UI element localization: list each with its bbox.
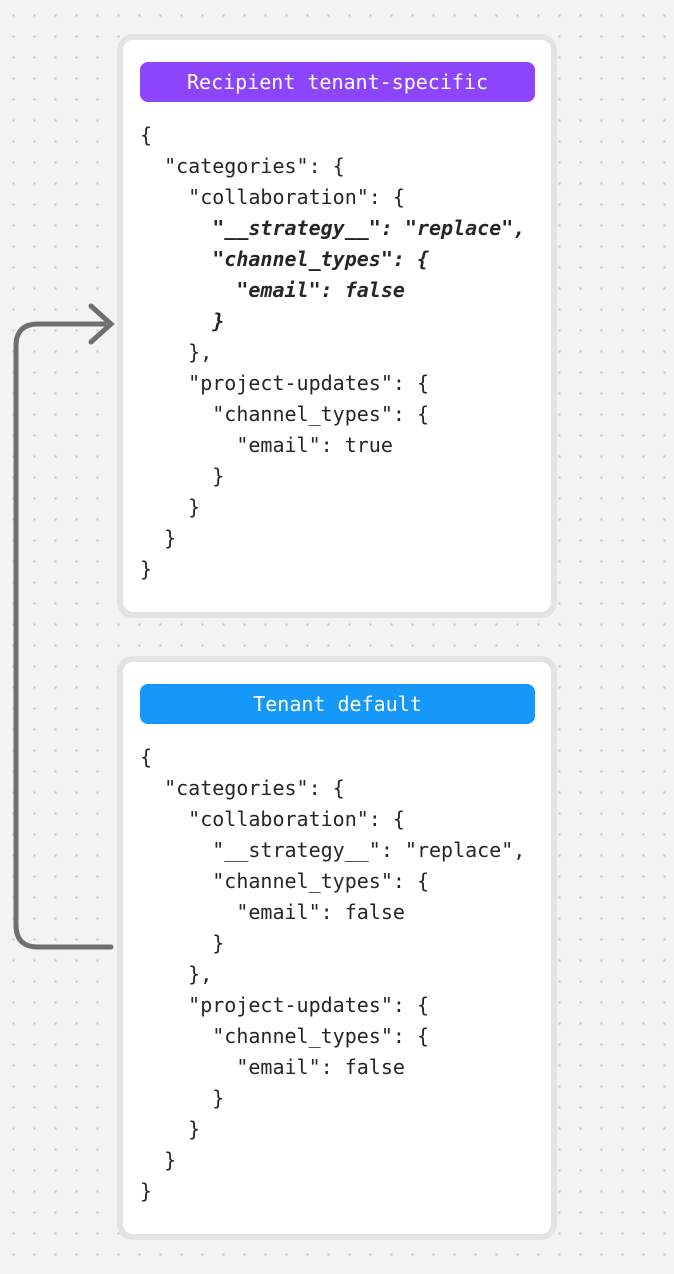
code-line: }	[140, 464, 225, 488]
code-line: "email": false	[140, 1055, 405, 1079]
code-line: "categories": {	[140, 154, 345, 178]
code-line: }	[140, 557, 153, 581]
code-line: }	[140, 1086, 225, 1110]
card-recipient-tenant-specific: Recipient tenant-specific { "categories"…	[117, 34, 557, 618]
code-line: {	[140, 745, 153, 769]
code-line: "project-updates": {	[140, 993, 429, 1017]
code-line: },	[140, 340, 213, 364]
arrow-head-icon	[88, 303, 115, 345]
code-line: "email": false	[140, 278, 405, 302]
code-line: },	[140, 962, 213, 986]
recipient-tenant-specific-json-code: { "categories": { "collaboration": { "__…	[140, 120, 535, 585]
code-line: "collaboration": {	[140, 807, 405, 831]
tenant-default-json-code: { "categories": { "collaboration": { "__…	[140, 742, 535, 1207]
code-line: }	[140, 931, 225, 955]
code-line: "channel_types": {	[140, 1024, 429, 1048]
code-line: }	[140, 1117, 201, 1141]
code-line: "channel_types": {	[140, 869, 429, 893]
code-line: "collaboration": {	[140, 185, 405, 209]
arrow-shaft	[13, 321, 114, 950]
code-line: "email": false	[140, 900, 405, 924]
code-line: }	[140, 309, 225, 333]
code-line: }	[140, 495, 201, 519]
code-line: "__strategy__": "replace",	[140, 838, 526, 862]
code-line: }	[140, 1148, 177, 1172]
code-line: "email": true	[140, 433, 393, 457]
code-line: "project-updates": {	[140, 371, 429, 395]
code-line: }	[140, 1179, 153, 1203]
code-line: "categories": {	[140, 776, 345, 800]
code-line: {	[140, 123, 153, 147]
code-line: "__strategy__": "replace",	[140, 216, 526, 240]
code-line: }	[140, 526, 177, 550]
code-line: "channel_types": {	[140, 402, 429, 426]
card-tenant-default: Tenant default { "categories": { "collab…	[117, 656, 557, 1240]
recipient-tenant-specific-badge: Recipient tenant-specific	[140, 62, 535, 102]
code-line: "channel_types": {	[140, 247, 429, 271]
tenant-default-badge: Tenant default	[140, 684, 535, 724]
